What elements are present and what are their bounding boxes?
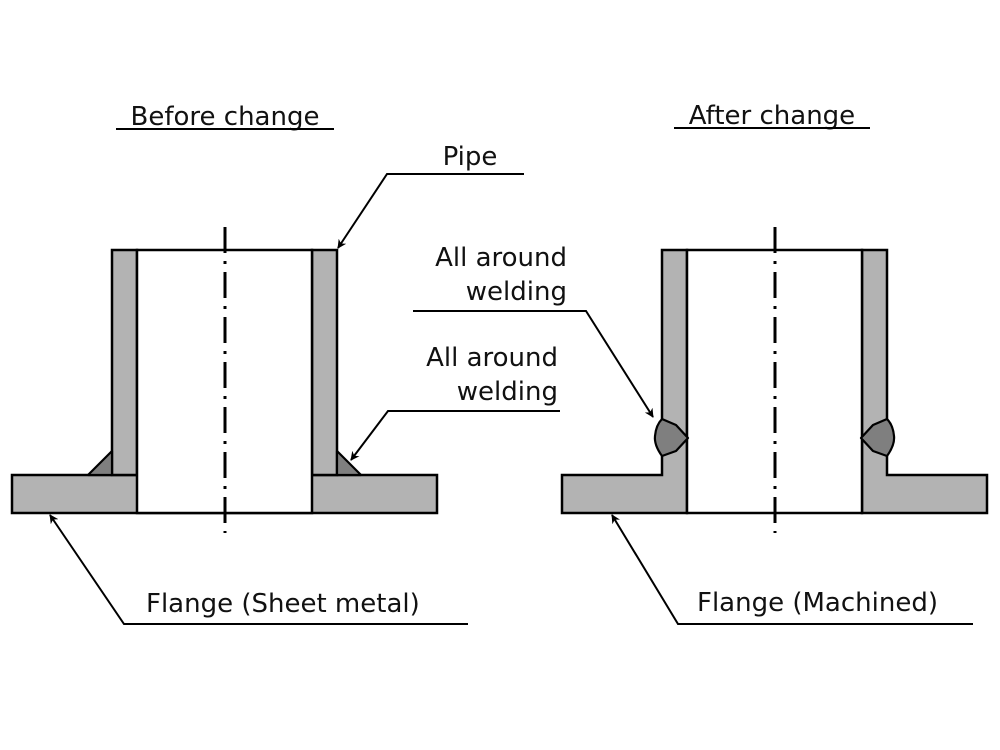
after-welding-leader-arrow	[413, 310, 654, 418]
after-flange-right	[860, 248, 989, 515]
before-title: Before change	[131, 102, 320, 132]
before-pipe-wall-right	[310, 248, 339, 477]
before-pipe-wall-left	[110, 248, 139, 477]
pipe-leader-arrow	[337, 173, 524, 249]
after-flange-left	[560, 248, 689, 515]
after-flange-leader-arrow	[611, 514, 973, 625]
after-butt-weld-left	[653, 417, 690, 458]
after-welding-label-line1: All around	[435, 243, 567, 273]
before-fillet-weld-right	[335, 449, 363, 477]
before-flange-leader-arrow	[49, 514, 468, 625]
before-welding-leader-arrow	[350, 410, 560, 461]
before-fillet-weld-left	[86, 449, 114, 477]
after-figure: After change All around welding Flange (…	[413, 101, 989, 625]
after-welding-label-line2: welding	[466, 277, 567, 307]
before-flange-label: Flange (Sheet metal)	[146, 589, 420, 619]
before-welding-label-line1: All around	[426, 343, 558, 373]
before-pipe-label: Pipe	[443, 142, 498, 172]
after-title: After change	[689, 101, 855, 131]
after-flange-label: Flange (Machined)	[697, 588, 938, 618]
after-butt-weld-right	[859, 417, 896, 458]
before-figure: Before change Pipe All around welding Fl…	[10, 102, 560, 625]
before-welding-label-line2: welding	[457, 377, 558, 407]
